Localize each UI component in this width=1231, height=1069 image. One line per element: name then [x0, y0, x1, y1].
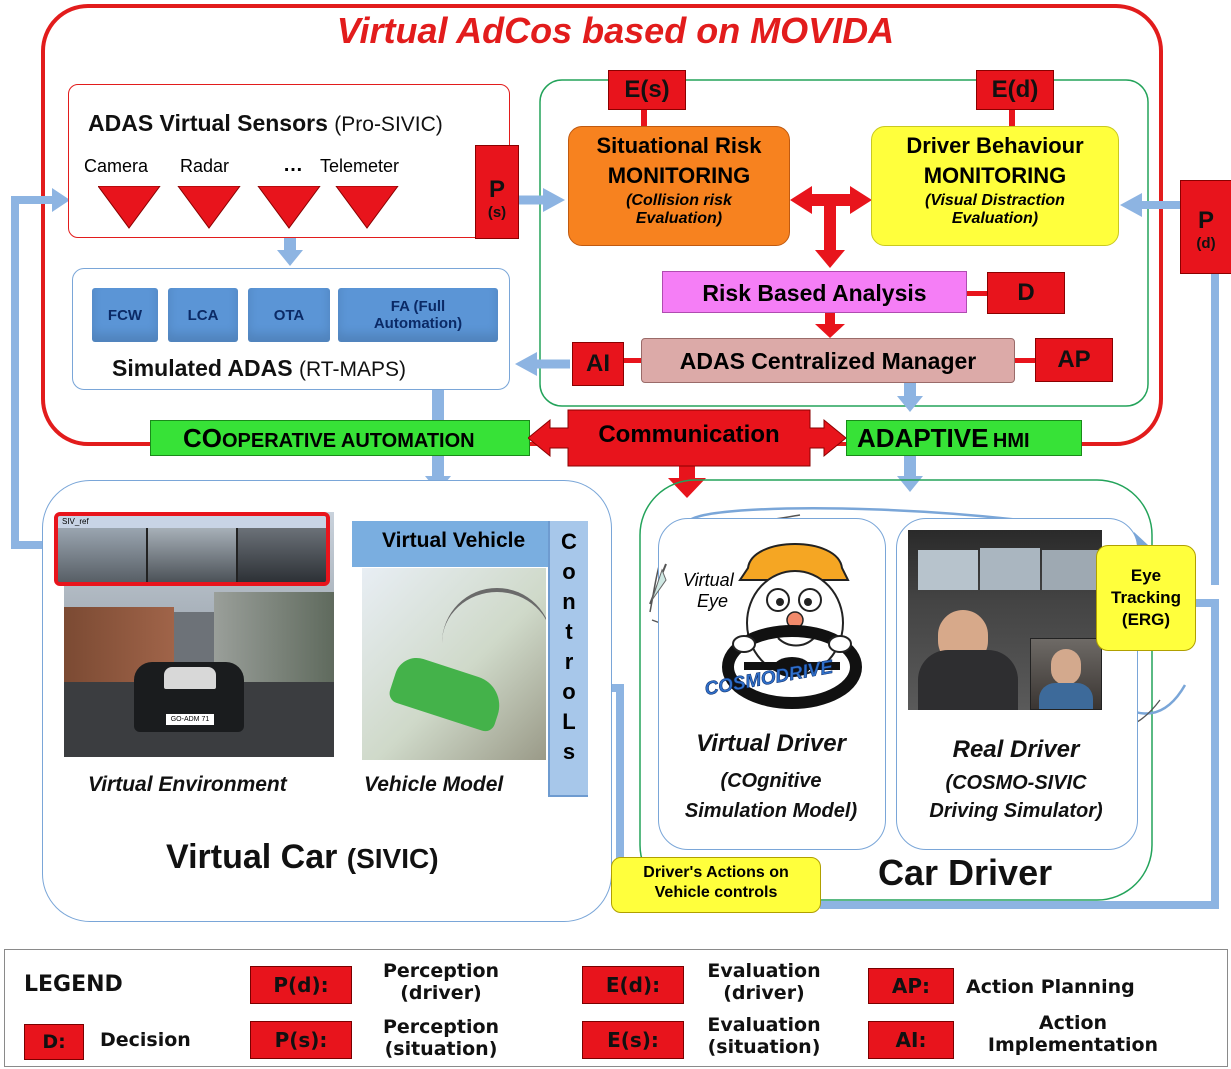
legend-tag-pd: P(d):	[250, 966, 352, 1004]
adas-centralized-manager-box: ADAS Centralized Manager	[641, 338, 1015, 383]
legend-tag-ap: AP:	[868, 968, 954, 1004]
sensor-label-telemeter: Telemeter	[320, 156, 400, 176]
monitoring-region	[539, 79, 1149, 407]
legend-tag-es: E(s):	[582, 1021, 684, 1059]
legend-text-decision: Decision	[100, 1029, 191, 1051]
controls-letter: r	[564, 649, 574, 674]
legend-tag-ai: AI:	[868, 1021, 954, 1059]
sensors-heading: ADAS Virtual Sensors (Pro-SIVIC)	[88, 110, 443, 136]
adas-chip-fcw: FCW	[92, 288, 158, 342]
license-plate: GO-ADM 71	[166, 714, 214, 725]
sensor-triangles	[98, 186, 399, 229]
tag-pd: P (d)	[1180, 180, 1231, 274]
controls-letter: n	[562, 589, 576, 614]
tag-ed: E(d)	[976, 70, 1054, 110]
cooperative-automation-bar: COOPERATIVE AUTOMATION	[150, 420, 530, 456]
sensor-label-camera: Camera	[84, 156, 149, 176]
steering-wheel-icon	[722, 625, 862, 709]
car-driver-label: Car Driver	[878, 852, 1053, 893]
controls-letter: s	[562, 739, 576, 764]
sensor-view-window: SIV_ref	[54, 512, 330, 586]
vehicle-model-image	[362, 568, 546, 760]
virtual-vehicle-header: Virtual Vehicle	[352, 521, 548, 567]
sensor-window-titlebar: SIV_ref	[58, 516, 326, 528]
virtual-driver-title: Virtual Driver	[696, 730, 846, 757]
eye-tracking-box: Eye Tracking (ERG)	[1096, 545, 1196, 651]
real-driver-inset-photo	[1030, 638, 1102, 710]
legend-text-ai: Action Implementation	[987, 1012, 1159, 1056]
virtual-environment-caption: Virtual Environment	[88, 773, 287, 796]
legend-text-ed: Evaluation (driver)	[707, 960, 821, 1004]
controls-letter: C	[561, 529, 577, 554]
virtual-driver-sub2: Simulation Model)	[684, 800, 858, 822]
tag-ap: AP	[1035, 338, 1113, 382]
real-driver-sub1: (COSMO-SIVIC	[945, 772, 1087, 794]
tag-es: E(s)	[608, 70, 686, 110]
virtual-eye-label: Virtual Eye	[683, 570, 734, 611]
driver-behaviour-box: Driver Behaviour MONITORING (Visual Dist…	[871, 126, 1119, 246]
virtual-car-title: Virtual Car (SIVIC)	[166, 838, 439, 876]
sensor-triangle-telemeter	[335, 186, 399, 229]
controls-letter: t	[565, 619, 573, 644]
loop-left-arrow	[11, 196, 60, 549]
vehicle-model-caption: Vehicle Model	[364, 773, 504, 796]
adas-chip-ota: OTA	[248, 288, 330, 342]
legend-tag-ps: P(s):	[250, 1021, 352, 1059]
risk-based-analysis-box: Risk Based Analysis	[662, 271, 967, 313]
controls-letter: o	[562, 679, 576, 704]
legend-title: LEGEND	[24, 972, 123, 997]
legend-text-pd: Perception (driver)	[382, 960, 500, 1004]
drivers-actions-box: Driver's Actions on Vehicle controls	[611, 857, 821, 913]
controls-letter: o	[562, 559, 576, 584]
tag-ps: P (s)	[475, 145, 519, 239]
situational-risk-box: Situational Risk MONITORING (Collision r…	[568, 126, 790, 246]
legend-tag-ed: E(d):	[582, 966, 684, 1004]
legend-text-ap: Action Planning	[966, 976, 1135, 998]
sensor-label-radar: Radar	[180, 156, 230, 176]
adas-chip-lca: LCA	[168, 288, 238, 342]
communication-label: Communication	[598, 421, 780, 448]
tag-d: D	[987, 272, 1065, 314]
cartoon-driver-face	[738, 543, 850, 676]
legend-text-ps: Perception (situation)	[382, 1016, 500, 1060]
virtual-driver-sub1: (COgnitive	[720, 770, 822, 792]
legend-text-es: Evaluation (situation)	[707, 1014, 821, 1058]
car-driver-region	[639, 479, 1153, 901]
virtual-eye-icon	[649, 563, 667, 605]
adas-chip-fa: FA (Full Automation)	[338, 288, 498, 342]
sensor-label-more: …	[283, 154, 303, 176]
adaptive-hmi-bar: ADAPTIVE HMI	[846, 420, 1082, 456]
actions-loop-arrow	[820, 599, 1219, 909]
tag-ai: AI	[572, 342, 624, 386]
sensor-triangle-radar	[177, 186, 241, 229]
real-driver-title: Real Driver	[952, 736, 1080, 763]
simulated-adas-label: Simulated ADAS (RT-MAPS)	[112, 355, 406, 381]
sensor-triangle-camera	[98, 186, 161, 229]
controls-letter: L	[562, 709, 576, 734]
sensor-triangle-more	[257, 186, 321, 229]
diagram-title: Virtual AdCos based on MOVIDA	[336, 10, 895, 51]
real-driver-sub2: Driving Simulator)	[929, 800, 1103, 822]
legend-tag-d: D:	[24, 1024, 84, 1060]
